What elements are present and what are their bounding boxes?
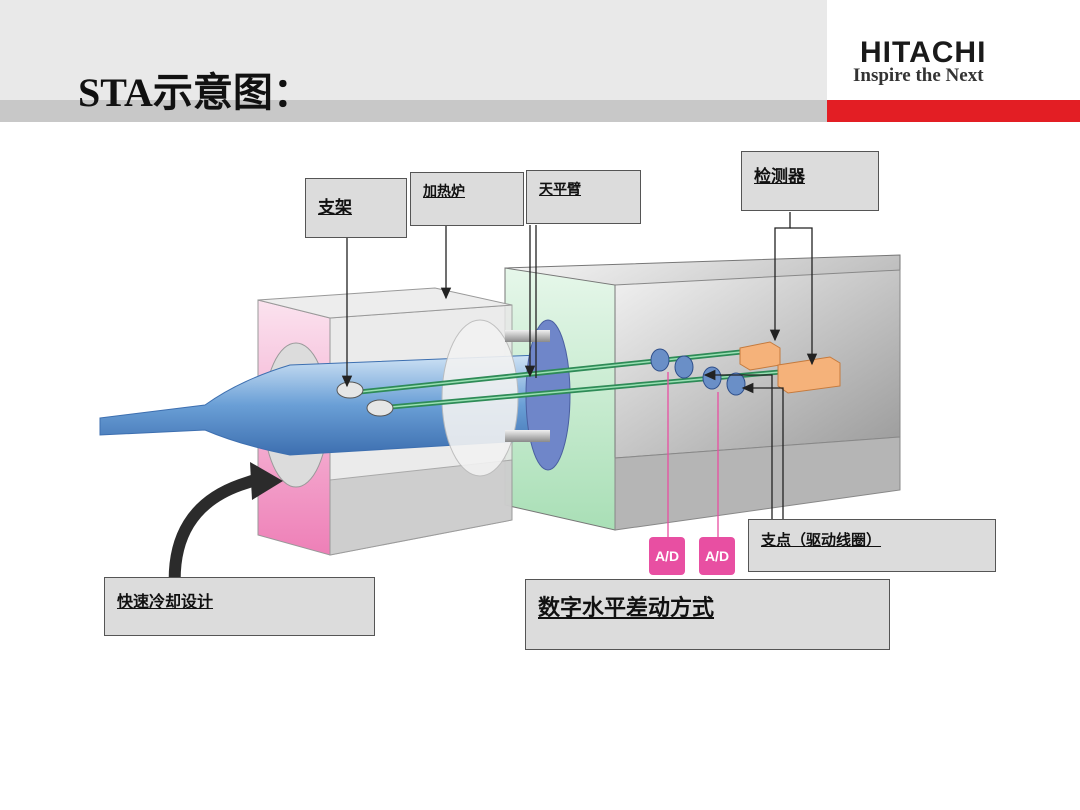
cooling-arrowhead: [250, 462, 283, 500]
cooling-arrow: [168, 474, 257, 591]
label-digital-method: 数字水平差动方式: [525, 579, 890, 650]
label-digital-method-text: 数字水平差动方式: [538, 596, 715, 621]
label-furnace: 加热炉: [410, 172, 524, 226]
header-stripe: [0, 100, 827, 122]
label-fulcrum: 支点（驱动线圈）: [748, 519, 996, 572]
label-balance-beam: 天平臂: [526, 170, 641, 224]
label-furnace-text: 加热炉: [423, 184, 465, 200]
label-rapid-cooling-text: 快速冷却设计: [117, 592, 214, 611]
logo-wordmark: HITACHI: [860, 36, 987, 69]
label-detector-text: 检测器: [754, 167, 805, 187]
header-band: [0, 0, 827, 122]
sample-pan-2: [366, 399, 394, 417]
ad-converter-1: A/D: [649, 537, 685, 575]
ad-signal-lines: [667, 372, 719, 540]
label-fulcrum-text: 支点（驱动线圈）: [761, 531, 882, 549]
fulcrum-coils: [650, 348, 746, 396]
brand-red-rule: [827, 100, 1080, 122]
label-rapid-cooling: 快速冷却设计: [104, 577, 375, 636]
detector-blocks: [739, 341, 841, 394]
label-detector: 检测器: [741, 151, 879, 211]
leader-lines: [341, 212, 818, 520]
sample-pan-1: [336, 381, 364, 399]
label-balance-beam-text: 天平臂: [539, 182, 581, 198]
label-holder-text: 支架: [318, 198, 352, 218]
page-title: STA示意图：: [78, 70, 313, 115]
ad-converter-2: A/D: [699, 537, 735, 575]
label-holder: 支架: [305, 178, 407, 238]
hitachi-logo: HITACHI Inspire the Next: [835, 30, 1070, 90]
logo-tagline: Inspire the Next: [853, 65, 984, 86]
